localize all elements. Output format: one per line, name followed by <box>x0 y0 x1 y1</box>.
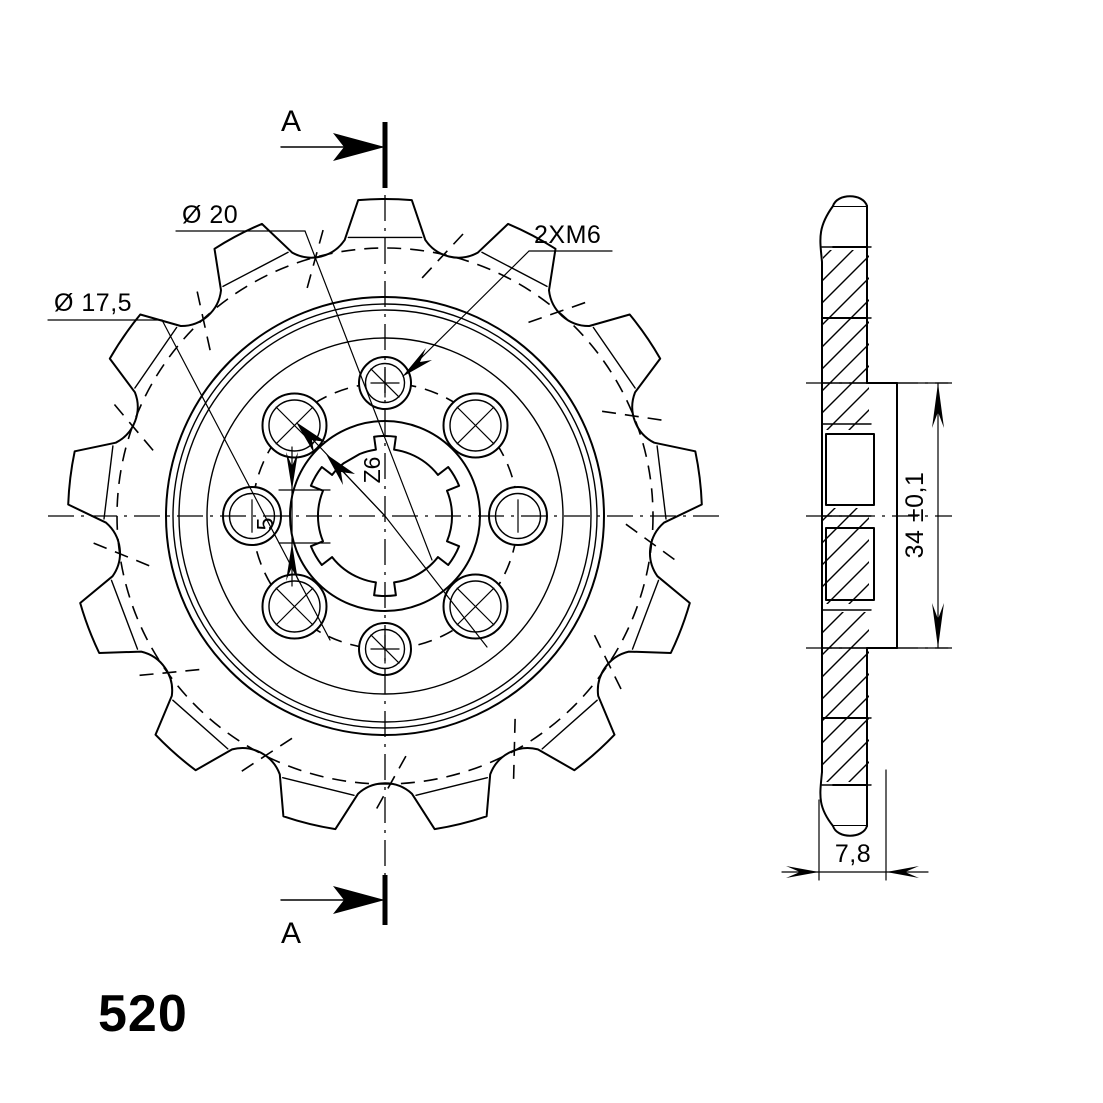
tooth-relief-hidden-line <box>196 290 211 351</box>
label-hub-height: 34 ±0,1 <box>901 472 929 559</box>
hole-inner-circle <box>268 580 321 633</box>
hub-height-dimension: 34 ±0,1 <box>895 382 949 649</box>
tooth-relief-hidden-line <box>240 737 293 773</box>
tooth-relief-hidden-line <box>92 542 150 567</box>
hole-inner-circle <box>449 399 502 452</box>
tooth-chamfer-line <box>282 777 355 796</box>
tooth-chamfer-line <box>222 251 289 288</box>
bolt-holes-group <box>222 356 548 676</box>
tooth-relief-hidden-line <box>593 634 622 690</box>
hole-cross-mark <box>275 406 314 445</box>
label-threaded-holes: 2XM6 <box>534 221 601 249</box>
leader-line-holecircle <box>161 319 331 641</box>
tooth-chamfer-line <box>172 699 229 750</box>
tooth-chamfer-line <box>631 579 660 650</box>
tooth-relief-hidden-line <box>139 668 200 677</box>
arrowhead-thickness-right <box>886 866 919 878</box>
section-arrowhead-top <box>333 133 385 161</box>
label-bore-diameter: Ø 20 <box>182 201 238 229</box>
label-spline-width: 5 <box>252 518 278 531</box>
chain-size-label: 520 <box>98 985 188 1043</box>
tooth-chamfer-line <box>541 699 598 750</box>
arrowhead-thickness-left <box>786 866 819 878</box>
tooth-relief-hidden-line <box>625 523 676 561</box>
front-view-sprocket <box>48 152 722 905</box>
arrowhead-hubheight-bottom <box>932 603 944 648</box>
tooth-chamfer-line <box>103 445 114 520</box>
arrowhead-hubheight-top <box>932 383 944 428</box>
tooth-chamfer-line <box>110 579 139 650</box>
side-view-hub-band <box>825 527 875 601</box>
hole-inner-circle <box>268 399 321 452</box>
tooth-relief-hidden-line <box>601 410 663 421</box>
arrowhead-splinewidth-bottom <box>286 543 298 581</box>
hole-cross-mark <box>456 587 495 626</box>
section-hatching <box>823 612 869 782</box>
front-view-annotations: Ø 20 Ø 17,5 2XM6 Z6 <box>47 201 613 648</box>
hole-cross-mark <box>456 406 495 445</box>
section-label-top: A <box>281 105 301 138</box>
leader-arrowhead-threadedholes <box>402 348 432 377</box>
spline-width-dimension: 5 <box>252 446 331 587</box>
tooth-relief-hidden-line <box>113 403 154 451</box>
tooth-chamfer-line <box>656 445 667 520</box>
leader-line-threadedholes <box>410 250 530 369</box>
leader-line-bore <box>304 230 433 561</box>
section-arrowhead-bottom <box>333 886 385 914</box>
leader-arrowhead-spline-b <box>326 454 355 485</box>
side-view-tooth-tip-top <box>832 195 868 207</box>
tooth-chamfer-line <box>481 251 548 288</box>
hole-cross-mark <box>275 587 314 626</box>
side-view-hub-band <box>825 433 875 506</box>
leader-line-spline-c <box>384 515 488 648</box>
leader-arrowhead-spline-a <box>296 422 326 453</box>
tooth-relief-hidden-line <box>375 755 407 810</box>
label-thickness: 7,8 <box>835 840 871 868</box>
side-view-tooth-tip-bottom <box>832 825 868 837</box>
arrowhead-splinewidth-top <box>286 452 298 490</box>
side-view-section <box>806 195 952 837</box>
tooth-relief-hidden-line <box>528 301 586 324</box>
label-spline-count: Z6 <box>359 457 385 484</box>
section-hatching <box>823 250 869 430</box>
section-label-bottom: A <box>281 917 301 950</box>
tooth-relief-hidden-line <box>421 233 464 279</box>
tooth-chamfer-line <box>415 777 488 796</box>
tooth-chamfer-line <box>134 326 178 389</box>
thickness-dimension: 7,8 <box>781 769 929 881</box>
tooth-chamfer-line <box>592 326 636 389</box>
section-hatching <box>823 508 869 604</box>
tooth-relief-hidden-line <box>512 718 516 780</box>
section-marks: A A <box>280 105 388 950</box>
side-view-dimensions: 34 ±0,1 7,8 <box>781 382 949 881</box>
label-hole-circle-diameter: Ø 17,5 <box>54 289 132 317</box>
